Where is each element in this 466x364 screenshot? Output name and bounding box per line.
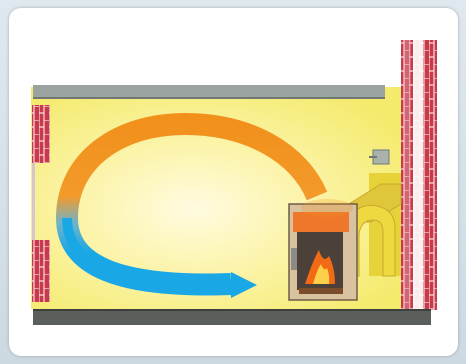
left-wall-brick-upper <box>32 105 50 163</box>
floor <box>33 309 431 325</box>
stove-heat-circulation-diagram <box>9 8 458 356</box>
left-wall-brick-lower <box>32 240 50 302</box>
stove-icon <box>289 204 357 300</box>
ceiling <box>33 85 385 98</box>
window-icon <box>32 163 35 240</box>
illustration-card <box>9 8 458 356</box>
